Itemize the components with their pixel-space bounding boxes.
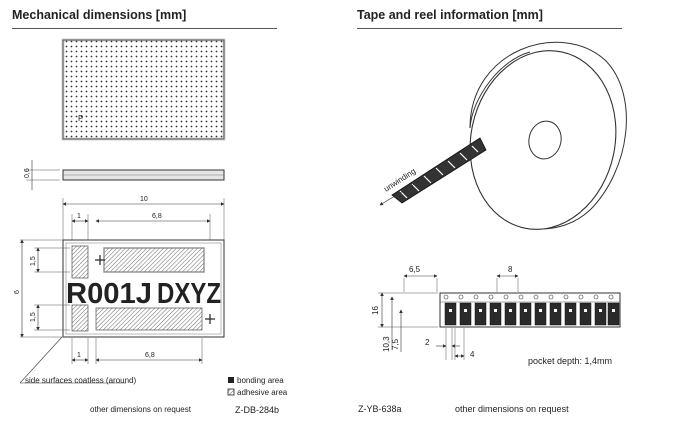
left-panel-title: Mechanical dimensions [mm] [12, 8, 187, 22]
left-footer-note: other dimensions on request [90, 405, 191, 414]
legend-adhesive-swatch [227, 388, 235, 396]
legend-bonding-swatch [228, 377, 234, 383]
dim-tape-width: 16 [371, 306, 380, 315]
dim-offset-a: 10,3 [382, 336, 391, 352]
pocket-depth-note: pocket depth: 1,4mm [528, 356, 613, 366]
dim-pad-top: 1,5 [30, 256, 37, 266]
left-drawing-code: Z-DB-284b [235, 405, 280, 415]
left-title-underline [12, 28, 277, 29]
right-panel-title: Tape and reel information [mm] [357, 8, 543, 22]
dim-pitch-a: 6,5 [409, 265, 421, 274]
dim-pad-bottom: 1,5 [30, 312, 37, 322]
dim-hole-a: 2 [425, 338, 430, 347]
pin-marker: P [78, 114, 83, 123]
right-footer-note: other dimensions on request [455, 404, 569, 414]
dim-left-margin-bottom: 1 [77, 352, 81, 359]
right-title-underline [357, 28, 622, 29]
dim-hole-b: 4 [470, 350, 475, 359]
tape-detail: 6,5 8 16 10,3 7,5 2 4 [371, 265, 621, 360]
dim-height: 6 [14, 290, 21, 294]
marking-line2: DXYZ [157, 278, 221, 310]
marking-line1: R001J [66, 278, 152, 310]
dim-bond-length-bottom: 6,8 [145, 352, 155, 359]
right-drawing-code: Z-YB-638a [358, 404, 402, 414]
dim-pitch-b: 8 [508, 265, 513, 274]
side-surfaces-note: side surfaces coatless (around) [25, 376, 137, 385]
chip-side-view: 0,6 [24, 160, 225, 190]
dim-total-length: 10 [140, 196, 148, 203]
legend-bonding-label: bonding area [237, 376, 284, 385]
reel-illustration: unwinding [379, 41, 627, 230]
legend-adhesive-label: adhesive area [237, 388, 288, 397]
dim-bond-length-top: 6,8 [152, 213, 162, 220]
chip-bottom-view: 10 1 6,8 R001J DXYZ 6 1,5 [14, 196, 225, 384]
dim-left-margin-top: 1 [77, 213, 81, 220]
dim-offset-b: 7,5 [391, 338, 400, 350]
dim-thickness: 0,6 [24, 168, 31, 178]
chip-top-view: P [61, 38, 226, 141]
